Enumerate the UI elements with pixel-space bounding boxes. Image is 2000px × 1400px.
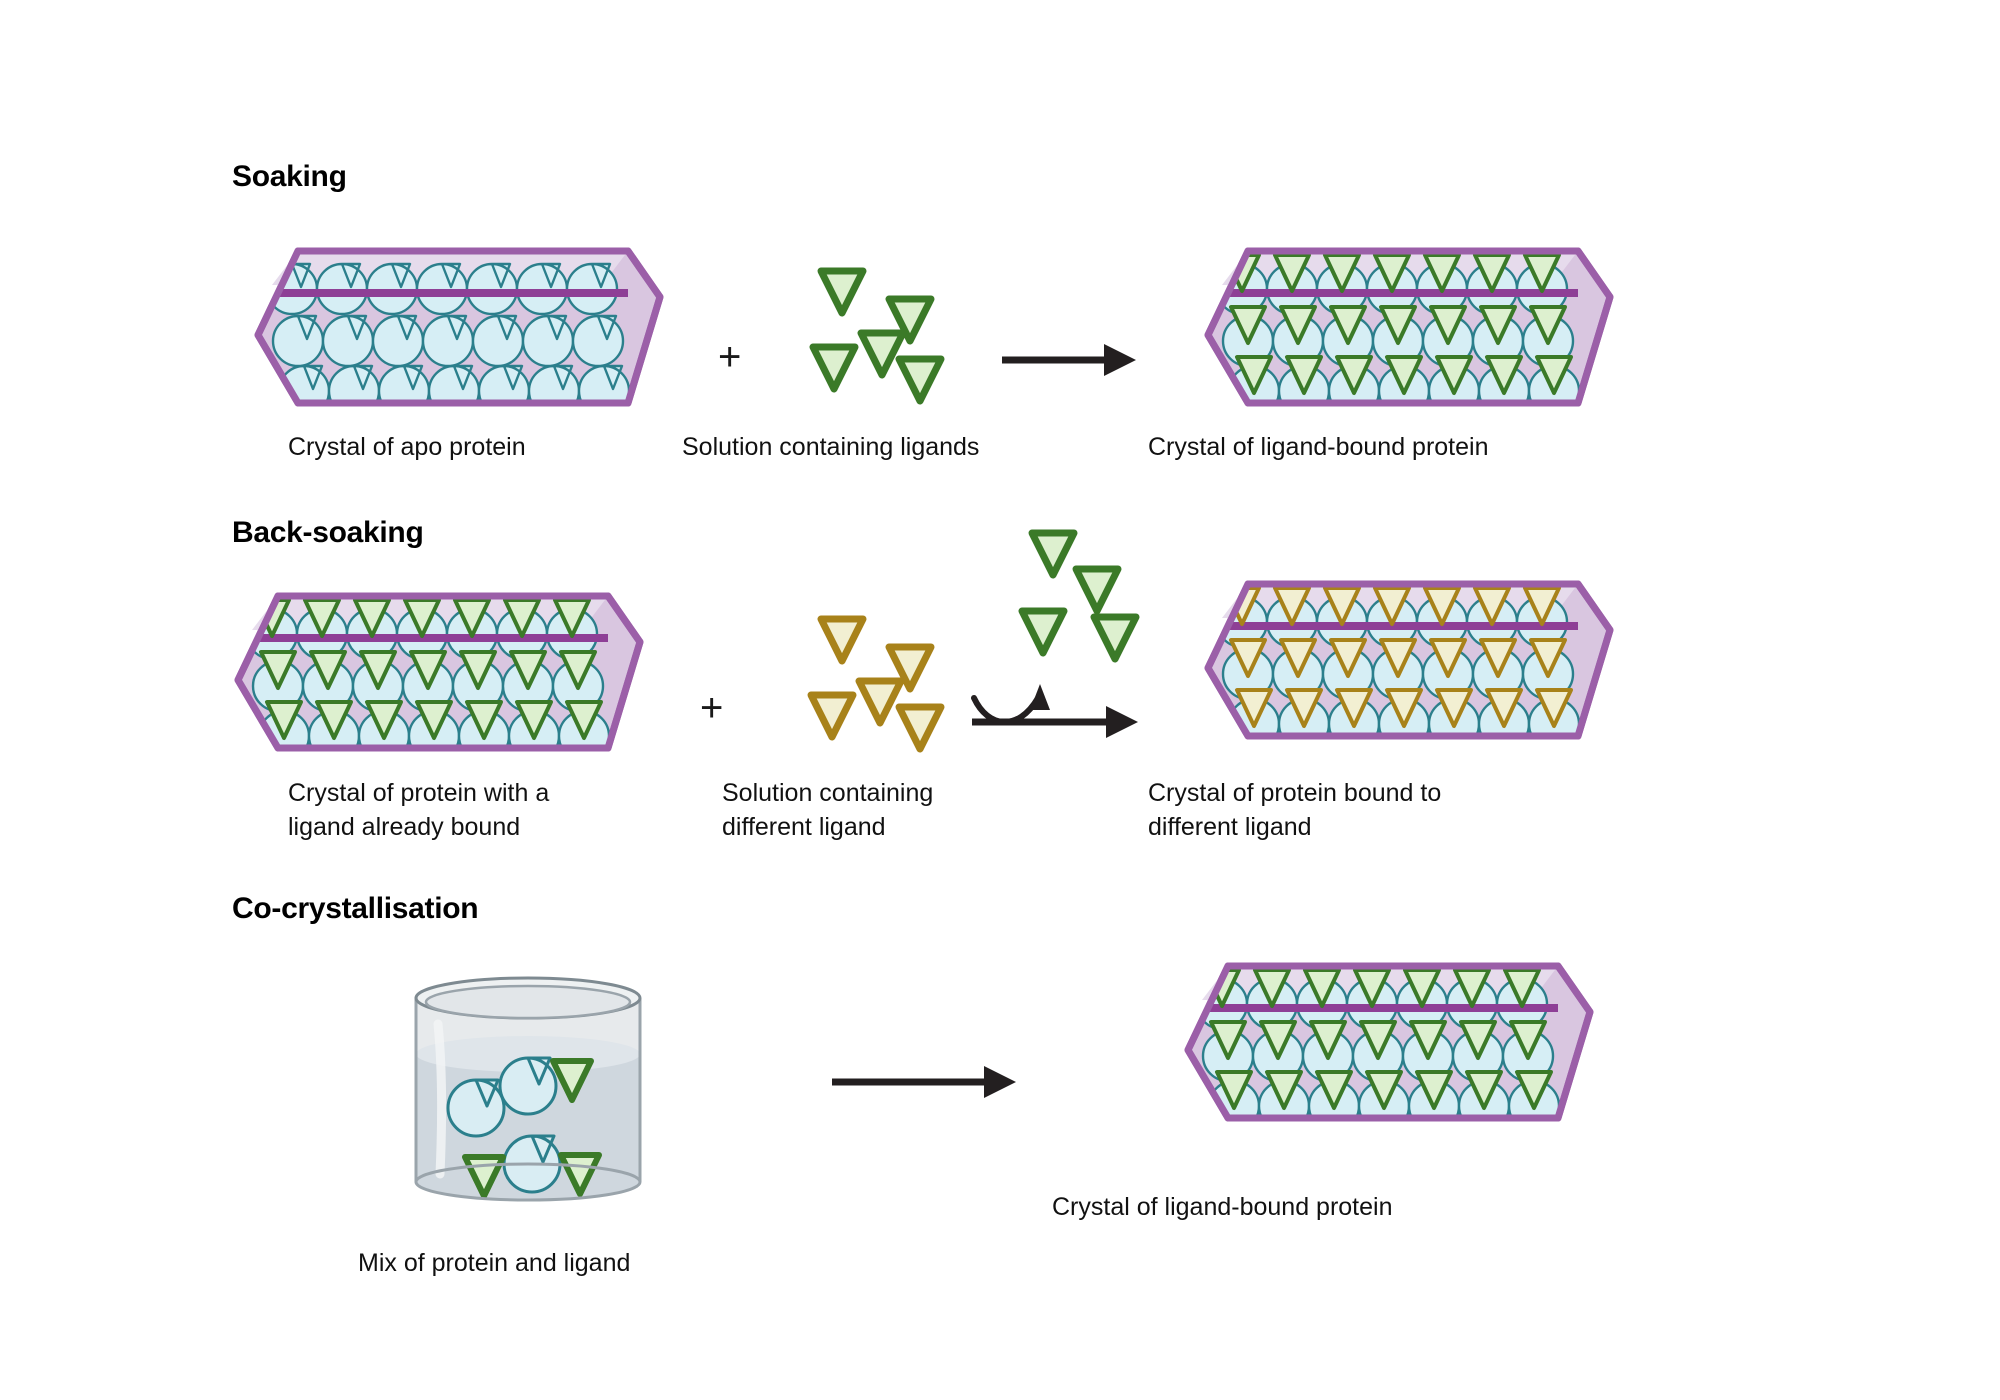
caption-apo-crystal: Crystal of apo protein [288,433,526,461]
section-title-back-soaking: Back-soaking [232,516,424,549]
crystal-apo-protein [220,245,680,425]
crystal-prebound [200,590,660,770]
plus-symbol-soaking: + [718,335,742,379]
section-title-co-crystallisation: Co-crystallisation [232,892,479,925]
caption-cocrystal-product: Crystal of ligand-bound protein [1052,1193,1393,1221]
caption-different-crystal-line1: Crystal of protein bound to [1148,779,1442,807]
caption-prebound-crystal-line1: Crystal of protein with a [288,779,550,807]
caption-different-crystal-line2: different ligand [1148,813,1312,841]
arrow-soaking [1000,340,1140,380]
caption-prebound-crystal-line2: ligand already bound [288,813,521,841]
ligand-solution-gold [800,608,960,758]
plus-symbol-back-soaking: + [700,686,724,730]
crystal-ligand-bound [1170,245,1630,425]
beaker-protein-ligand-mix [380,972,690,1212]
ligand-solution-green [800,260,960,410]
section-title-soaking: Soaking [232,160,347,193]
arrow-co-crystallisation [830,1062,1020,1102]
caption-different-solution-line2: different ligand [722,813,886,841]
caption-beaker-mix: Mix of protein and ligand [358,1249,631,1277]
crystal-different-ligand [1170,578,1630,758]
caption-different-solution-line1: Solution containing [722,779,934,807]
crystal-cocrystal-product [1150,960,1610,1140]
caption-bound-crystal: Crystal of ligand-bound protein [1148,433,1489,461]
arrow-back-soaking [960,660,1140,750]
caption-ligand-solution: Solution containing ligands [682,433,980,461]
